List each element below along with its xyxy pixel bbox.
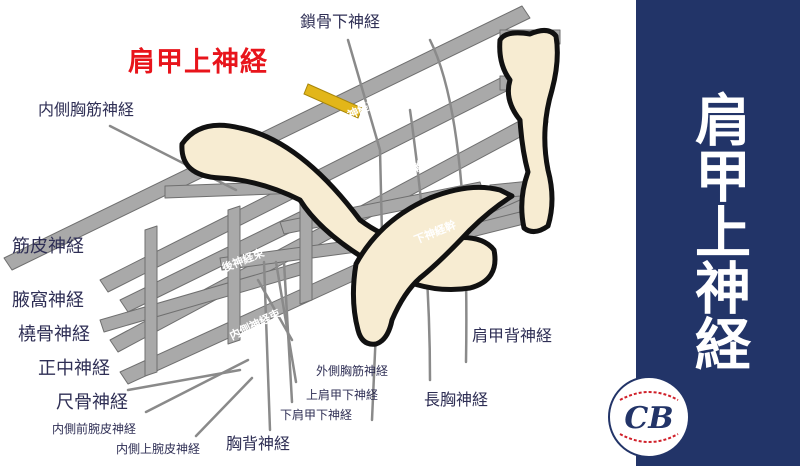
upper-subscapular-line xyxy=(274,260,298,384)
scapula-coracoid-bone xyxy=(497,28,560,234)
baseball-logo-icon: CB xyxy=(608,376,690,458)
label-dorsal-scapular: 肩甲背神経 xyxy=(472,326,553,345)
medial-antebrachial-line xyxy=(144,358,250,414)
logo-text: CB xyxy=(624,401,673,436)
lower-subscapular-line xyxy=(282,260,294,404)
highlight-label: 肩甲上神経 xyxy=(128,47,268,78)
medial-brachial-line xyxy=(194,376,254,438)
label-axillary: 腋窩神経 xyxy=(12,290,84,311)
label-median: 正中神経 xyxy=(38,358,110,379)
vertical-bar-2 xyxy=(227,205,241,345)
suprascapular-nerve-bar xyxy=(303,83,363,119)
label-musculocutaneous: 筋皮神経 xyxy=(12,236,84,257)
ulnar-line xyxy=(126,368,242,392)
label-radial: 橈骨神経 xyxy=(18,324,90,345)
side-title: 肩甲上神経 xyxy=(685,91,751,371)
label-medial-pectoral: 内側胸筋神経 xyxy=(38,100,135,119)
vertical-bar-1 xyxy=(144,225,158,377)
label-medial-brachial: 内側上腕皮神経 xyxy=(116,442,201,456)
label-thoracodorsal: 胸背神経 xyxy=(226,434,291,453)
bones xyxy=(179,28,560,347)
label-upper-subscapular: 上肩甲下神経 xyxy=(306,388,379,402)
thoracodorsal-line xyxy=(262,260,272,432)
label-lateral-pectoral: 外側胸筋神経 xyxy=(316,364,389,378)
label-ulnar: 尺骨神経 xyxy=(56,392,128,413)
scapula-body-bone xyxy=(350,184,515,347)
label-lower-subscapular: 下肩甲下神経 xyxy=(280,408,353,422)
dorsal-scapular-line xyxy=(428,38,468,364)
label-long-thoracic: 長胸神経 xyxy=(424,390,489,409)
label-subclavian: 鎖骨下神経 xyxy=(300,12,381,31)
brachial-plexus-diagram: 上神経幹 中神経幹 下神経幹 外側神経束 後神経束 内側神経束 xyxy=(3,5,561,438)
label-medial-antebrachial: 内側前腕皮神経 xyxy=(52,422,137,436)
